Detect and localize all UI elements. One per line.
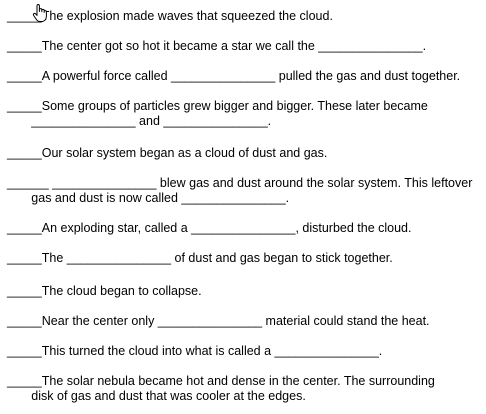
item-5-line-1: _____Our solar system began as a cloud o…	[7, 146, 328, 160]
worksheet-item-10: _____Near the center only ______________…	[7, 314, 430, 329]
item-12-line-1: _____The solar nebula became hot and den…	[7, 374, 435, 388]
worksheet-item-11: _____This turned the cloud into what is …	[7, 344, 382, 359]
worksheet-item-2: _____The center got so hot it became a s…	[7, 39, 426, 54]
item-1-line-1: _____The explosion made waves that squee…	[7, 9, 333, 23]
item-12-line-2: disk of gas and dust that was cooler at …	[7, 389, 306, 403]
worksheet-item-3: _____A powerful force called ___________…	[7, 69, 460, 84]
item-6-line-1: ______ _______________ blew gas and dust…	[7, 176, 473, 190]
worksheet-item-12: _____The solar nebula became hot and den…	[7, 374, 435, 404]
item-10-line-1: _____Near the center only ______________…	[7, 314, 430, 328]
item-4-line-1: _____Some groups of particles grew bigge…	[7, 99, 428, 113]
worksheet-item-5: _____Our solar system began as a cloud o…	[7, 146, 327, 161]
item-9-line-1: _____The cloud began to collapse.	[7, 284, 202, 298]
item-3-line-1: _____A powerful force called ___________…	[7, 69, 461, 83]
item-2-line-1: _____The center got so hot it became a s…	[7, 39, 427, 53]
hand-pointer-icon	[32, 4, 47, 22]
worksheet-item-4: _____Some groups of particles grew bigge…	[7, 99, 428, 129]
item-4-line-2: _______________ and _______________.	[7, 114, 272, 128]
worksheet-item-9: _____The cloud began to collapse.	[7, 284, 202, 299]
worksheet-item-8: _____The _______________ of dust and gas…	[7, 251, 393, 266]
item-11-line-1: _____This turned the cloud into what is …	[7, 344, 383, 358]
item-6-line-2: gas and dust is now called _____________…	[7, 191, 290, 205]
worksheet-item-1: _____The explosion made waves that squee…	[7, 9, 333, 24]
worksheet-item-6: ______ _______________ blew gas and dust…	[7, 176, 472, 206]
item-8-line-1: _____The _______________ of dust and gas…	[7, 251, 393, 265]
item-7-line-1: _____An exploding star, called a _______…	[7, 221, 412, 235]
worksheet-item-7: _____An exploding star, called a _______…	[7, 221, 412, 236]
